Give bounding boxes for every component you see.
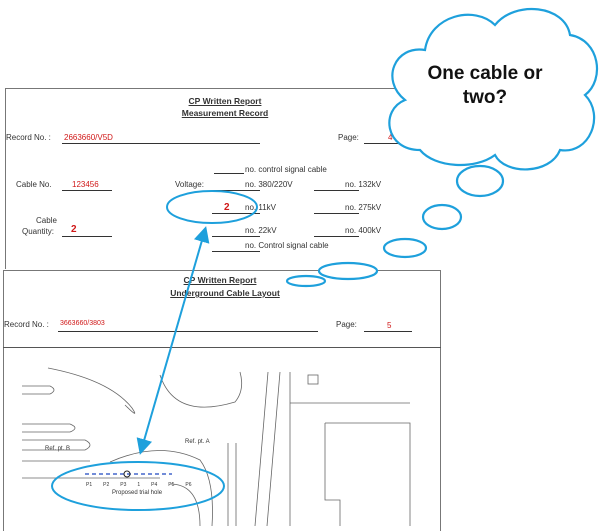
layout-page-label: Page: xyxy=(336,320,357,329)
point-label: P4 xyxy=(151,482,158,488)
layout-page-underline xyxy=(364,331,412,332)
highlight-ellipses xyxy=(51,190,258,511)
voltage-400kv: no. 400kV xyxy=(345,226,382,235)
connector-arrow xyxy=(136,226,210,455)
layout-record-label: Record No. : xyxy=(4,320,49,329)
cable-layout-document xyxy=(3,270,441,531)
blank-underline xyxy=(314,213,359,214)
thought-line-1: One cable or xyxy=(427,63,543,84)
record-no-underline xyxy=(62,143,260,144)
quantity-label: Quantity: xyxy=(22,227,55,236)
blank-underline xyxy=(314,236,359,237)
measurement-title: CP Written Report xyxy=(188,96,262,106)
voltage-11kv: no. 11kV xyxy=(245,203,276,212)
blank-underline xyxy=(212,190,260,191)
blank-underline xyxy=(212,213,260,214)
control-signal-top: no. control signal cable xyxy=(245,165,327,174)
map-sketch xyxy=(22,367,411,526)
point-label: P5 xyxy=(168,482,175,488)
blank-underline xyxy=(62,236,112,237)
record-no-value: 2663660/V5D xyxy=(64,133,113,142)
layout-subtitle: Underground Cable Layout xyxy=(170,288,280,298)
trial-hole-marker xyxy=(123,470,131,478)
thought-bubble-text: One cable or two? xyxy=(405,62,565,110)
page-underline xyxy=(364,143,412,144)
voltage-label: Voltage: xyxy=(175,180,204,189)
blank-underline xyxy=(62,190,112,191)
measurement-record-document xyxy=(5,88,456,269)
point-labels: P1 P2 P3 1 P4 P5 P6 xyxy=(86,482,192,488)
point-label: 1 xyxy=(137,482,141,488)
thought-line-2: two? xyxy=(462,87,508,108)
voltage-380v: no. 380/220V xyxy=(245,180,293,189)
cable-no-value: 123456 xyxy=(72,180,99,189)
quantity-value: 2 xyxy=(71,224,77,235)
trial-hole-label: Proposed trial hole xyxy=(112,490,163,496)
point-label: P6 xyxy=(185,482,192,488)
control-signal-bottom: no. Control signal cable xyxy=(245,241,329,250)
thought-cloud xyxy=(285,7,599,288)
layout-record-value: 3663660/3803 xyxy=(60,320,105,327)
blank-underline xyxy=(212,236,260,237)
measurement-subtitle: Measurement Record xyxy=(181,108,269,118)
page-value: 4 xyxy=(388,133,393,142)
ref-point-b: Ref. pt. B xyxy=(45,446,71,452)
cable-no-label: Cable No. xyxy=(16,180,52,189)
voltage-132kv: no. 132kV xyxy=(345,180,382,189)
point-label: P3 xyxy=(120,482,127,488)
blank-underline xyxy=(314,190,359,191)
point-label: P1 xyxy=(86,482,93,488)
blank-underline xyxy=(214,173,244,174)
cable-label: Cable xyxy=(36,216,57,225)
point-label: P2 xyxy=(103,482,110,488)
blank-underline xyxy=(212,251,260,252)
record-no-label: Record No. : xyxy=(6,133,51,142)
layout-page-value: 5 xyxy=(387,321,392,330)
voltage-22kv: no. 22kV xyxy=(245,226,277,235)
layout-title: CP Written Report xyxy=(183,275,257,285)
page-label: Page: xyxy=(338,133,359,142)
voltage-275kv: no. 275kV xyxy=(345,203,382,212)
count-11kv: 2 xyxy=(224,202,230,213)
header-divider xyxy=(3,347,441,348)
